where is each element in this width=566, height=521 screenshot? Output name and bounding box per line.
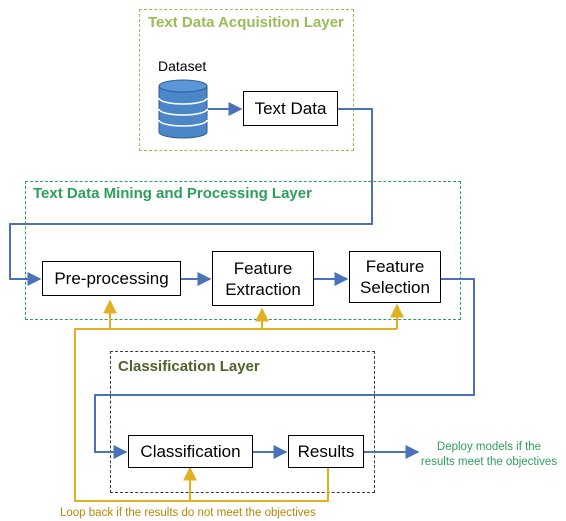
classification-layer-box — [110, 351, 375, 493]
arrow-textdata-to-preprocessing — [9, 108, 373, 286]
results-node: Results — [288, 435, 364, 468]
mining-layer-box — [25, 181, 461, 320]
text-data-node: Text Data — [243, 91, 338, 126]
deploy-note: Deploy models if the results meet the ob… — [420, 441, 558, 468]
feature-selection-node: Feature Selection — [349, 251, 441, 303]
acquisition-layer-title: Text Data Acquisition Layer — [148, 14, 344, 31]
dataset-label: Dataset — [158, 58, 207, 74]
database-icon — [158, 79, 208, 139]
classification-node: Classification — [128, 435, 253, 468]
classification-layer-title: Classification Layer — [118, 358, 260, 375]
acquisition-layer-box — [139, 9, 354, 151]
preprocessing-node: Pre-processing — [42, 261, 181, 296]
mining-layer-title: Text Data Mining and Processing Layer — [33, 185, 312, 202]
arrow-selection-to-classification — [94, 278, 475, 459]
feature-extraction-node: Feature Extraction — [212, 251, 314, 306]
loop-back-line — [74, 328, 397, 502]
loop-back-note: Loop back if the results do not meet the… — [60, 507, 316, 519]
